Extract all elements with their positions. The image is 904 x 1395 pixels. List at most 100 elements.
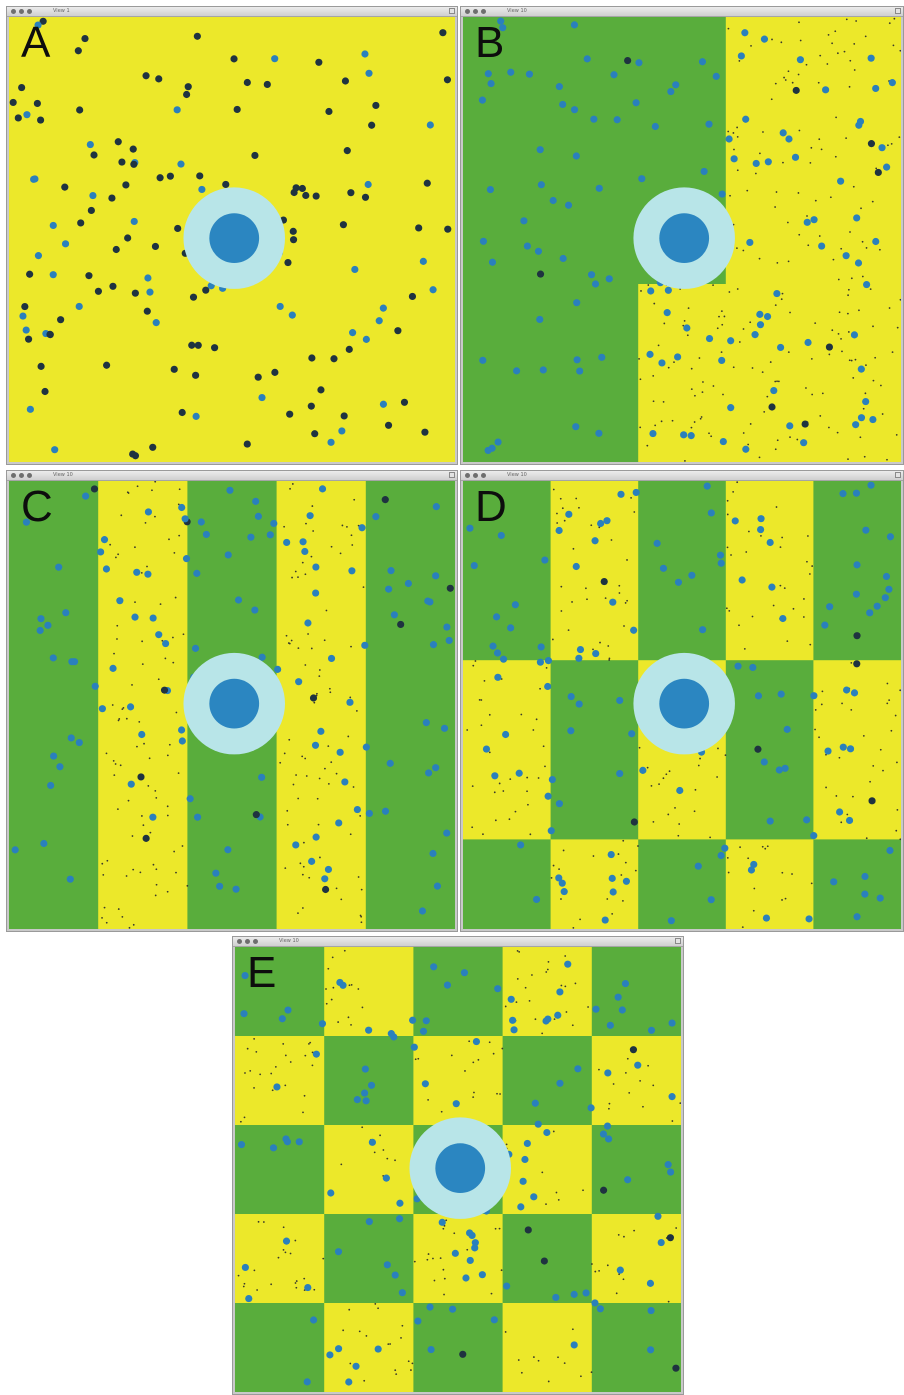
forager-agent <box>30 176 37 183</box>
food-particle <box>319 669 321 671</box>
forager-agent <box>555 874 562 881</box>
close-dot-icon[interactable] <box>11 9 16 14</box>
food-particle <box>700 418 702 420</box>
close-dot-icon[interactable] <box>237 939 242 944</box>
food-particle <box>312 1064 314 1066</box>
food-particle <box>572 927 574 929</box>
food-particle <box>289 643 291 645</box>
food-particle <box>121 708 123 710</box>
forager-agent <box>212 870 219 877</box>
food-particle <box>895 715 897 717</box>
forager-agent <box>573 356 580 363</box>
forager-agent <box>453 1100 460 1107</box>
minimize-dot-icon[interactable] <box>245 939 250 944</box>
forager-agent <box>576 701 583 708</box>
food-particle <box>776 191 778 193</box>
yellow-patch <box>98 481 187 929</box>
food-particle <box>113 653 115 655</box>
forager-agent <box>443 830 450 837</box>
forager-agent <box>761 758 768 765</box>
food-particle <box>892 351 894 353</box>
forager-agent <box>571 21 578 28</box>
close-dot-icon[interactable] <box>465 473 470 478</box>
forager-agent <box>143 835 150 842</box>
forager-agent <box>658 1239 665 1246</box>
minimize-dot-icon[interactable] <box>19 9 24 14</box>
food-particle <box>394 1159 396 1161</box>
food-particle <box>554 1018 556 1020</box>
forager-agent <box>852 421 859 428</box>
forager-agent <box>394 327 401 334</box>
food-particle <box>136 746 138 748</box>
forager-agent <box>708 509 715 516</box>
simulation-world[interactable] <box>9 481 455 929</box>
zoom-dot-icon[interactable] <box>27 473 32 478</box>
forager-agent <box>768 403 775 410</box>
forager-agent <box>362 1065 369 1072</box>
simulation-world[interactable] <box>463 17 901 462</box>
forager-agent <box>535 1121 542 1128</box>
food-particle <box>752 367 754 369</box>
food-particle <box>489 751 491 753</box>
food-particle <box>897 327 899 329</box>
forager-agent <box>524 1140 531 1147</box>
food-particle <box>295 1282 297 1284</box>
forager-agent <box>449 1306 456 1313</box>
resize-icon[interactable] <box>895 8 901 14</box>
food-particle <box>141 815 143 817</box>
food-particle <box>839 757 841 759</box>
resize-icon[interactable] <box>449 472 455 478</box>
minimize-dot-icon[interactable] <box>19 473 24 478</box>
zoom-dot-icon[interactable] <box>481 9 486 14</box>
food-particle <box>126 875 128 877</box>
forager-agent <box>503 1282 510 1289</box>
food-particle <box>466 729 468 731</box>
forager-agent <box>277 303 284 310</box>
resize-icon[interactable] <box>449 8 455 14</box>
forager-agent <box>680 431 687 438</box>
forager-agent <box>91 485 98 492</box>
forager-agent <box>382 808 389 815</box>
zoom-dot-icon[interactable] <box>27 9 32 14</box>
food-particle <box>353 786 355 788</box>
close-dot-icon[interactable] <box>11 473 16 478</box>
food-particle <box>759 456 761 458</box>
forager-agent <box>103 362 110 369</box>
forager-agent <box>244 79 251 86</box>
zoom-dot-icon[interactable] <box>253 939 258 944</box>
food-particle <box>168 538 170 540</box>
forager-agent <box>23 327 30 334</box>
food-particle <box>828 354 830 356</box>
food-particle <box>509 818 511 820</box>
minimize-dot-icon[interactable] <box>473 9 478 14</box>
food-particle <box>472 1096 474 1098</box>
food-particle <box>891 143 893 145</box>
minimize-dot-icon[interactable] <box>473 473 478 478</box>
food-particle <box>350 1024 352 1026</box>
focal-agent <box>435 1143 485 1193</box>
forager-agent <box>362 194 369 201</box>
food-particle <box>415 1058 417 1060</box>
simulation-world[interactable] <box>463 481 901 929</box>
forager-agent <box>279 1015 286 1022</box>
food-particle <box>739 846 741 848</box>
close-dot-icon[interactable] <box>465 9 470 14</box>
food-particle <box>560 498 562 500</box>
food-particle <box>785 79 787 81</box>
forager-agent <box>302 192 309 199</box>
simulation-world[interactable] <box>9 17 455 462</box>
simulation-world[interactable] <box>235 947 681 1392</box>
food-particle <box>283 1249 285 1251</box>
food-particle <box>545 1203 547 1205</box>
forager-agent <box>26 271 33 278</box>
food-particle <box>154 516 156 518</box>
food-particle <box>872 201 874 203</box>
food-particle <box>728 28 730 30</box>
resize-icon[interactable] <box>895 472 901 478</box>
zoom-dot-icon[interactable] <box>481 473 486 478</box>
food-particle <box>442 1228 444 1230</box>
food-particle <box>739 341 741 343</box>
focal-agent <box>659 679 709 729</box>
resize-icon[interactable] <box>675 938 681 944</box>
panel-d-window: View 10 D <box>460 470 904 932</box>
